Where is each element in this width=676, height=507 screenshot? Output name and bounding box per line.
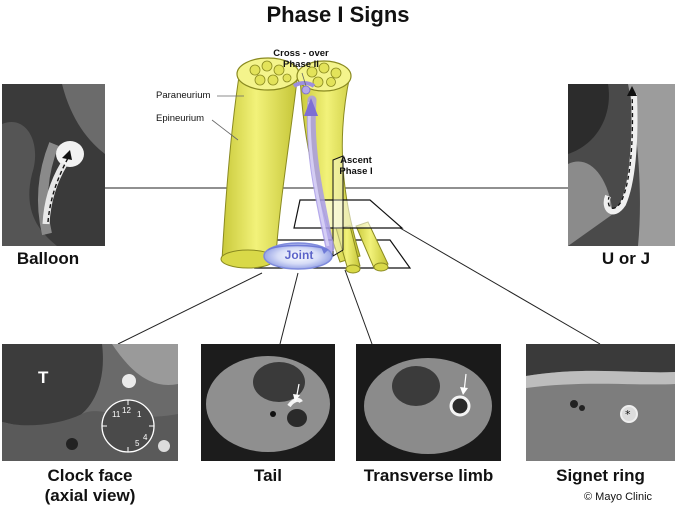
signet-ring-label: Signet ring — [556, 466, 645, 485]
balloon-mri-image — [2, 84, 105, 246]
svg-text:*: * — [625, 408, 631, 421]
joint-label: Joint — [284, 248, 314, 262]
joint-ellipse — [263, 242, 333, 270]
phase-i-text: Phase I — [339, 166, 373, 177]
ascent-label: Ascent Phase I — [333, 155, 379, 177]
figure-title: Phase I Signs — [266, 2, 410, 27]
ascent-arrow — [304, 98, 318, 116]
clock-number-5: 5 — [135, 439, 140, 448]
main-nerve-trunk — [221, 69, 299, 268]
connector-line-clock — [117, 272, 263, 345]
transverse-limb-mri-image — [356, 344, 501, 461]
clock-number-12: 12 — [122, 406, 131, 415]
clock-t-label: T — [38, 368, 49, 387]
connector-line-tail — [279, 272, 299, 345]
signet-ring-mri-image: * — [526, 344, 675, 461]
clock-face-label: Clock face (axial view) — [10, 466, 170, 506]
epineurium-leader — [211, 119, 239, 141]
tail-label: Tail — [253, 466, 283, 485]
ascent-text: Ascent — [340, 155, 372, 166]
phase-ii-text: Phase II — [283, 59, 319, 70]
distal-branch-2 — [355, 221, 389, 269]
cross-over-label: Cross - over Phase II — [258, 48, 344, 70]
transverse-limb-label: Transverse limb — [363, 466, 494, 485]
clock-number-11: 11 — [112, 410, 121, 419]
copyright-credit: © Mayo Clinic — [584, 491, 653, 503]
axial-view-text: (axial view) — [44, 486, 136, 505]
tail-mri-image — [201, 344, 335, 461]
vertical-section-plane — [332, 155, 344, 257]
paraneurium-label: Paraneurium — [156, 90, 211, 101]
cross-over-cyst — [292, 81, 316, 88]
cross-over-leader — [301, 72, 307, 87]
clock-face-mri-image — [2, 344, 178, 461]
u-or-j-mri-image — [568, 84, 675, 246]
clock-number-4: 4 — [143, 433, 148, 442]
balloon-label: Balloon — [16, 249, 80, 268]
fascicles — [249, 60, 342, 88]
ascending-cyst — [306, 95, 335, 253]
cross-over-text: Cross - over — [273, 48, 329, 59]
epineurium-label: Epineurium — [156, 113, 205, 124]
upper-section-plane — [293, 199, 404, 229]
clock-face-text: Clock face — [47, 466, 133, 485]
connector-line-signet — [399, 227, 601, 345]
connector-line-transverse — [344, 269, 373, 345]
clock-number-1: 1 — [137, 410, 142, 419]
u-or-j-label: U or J — [601, 249, 651, 268]
